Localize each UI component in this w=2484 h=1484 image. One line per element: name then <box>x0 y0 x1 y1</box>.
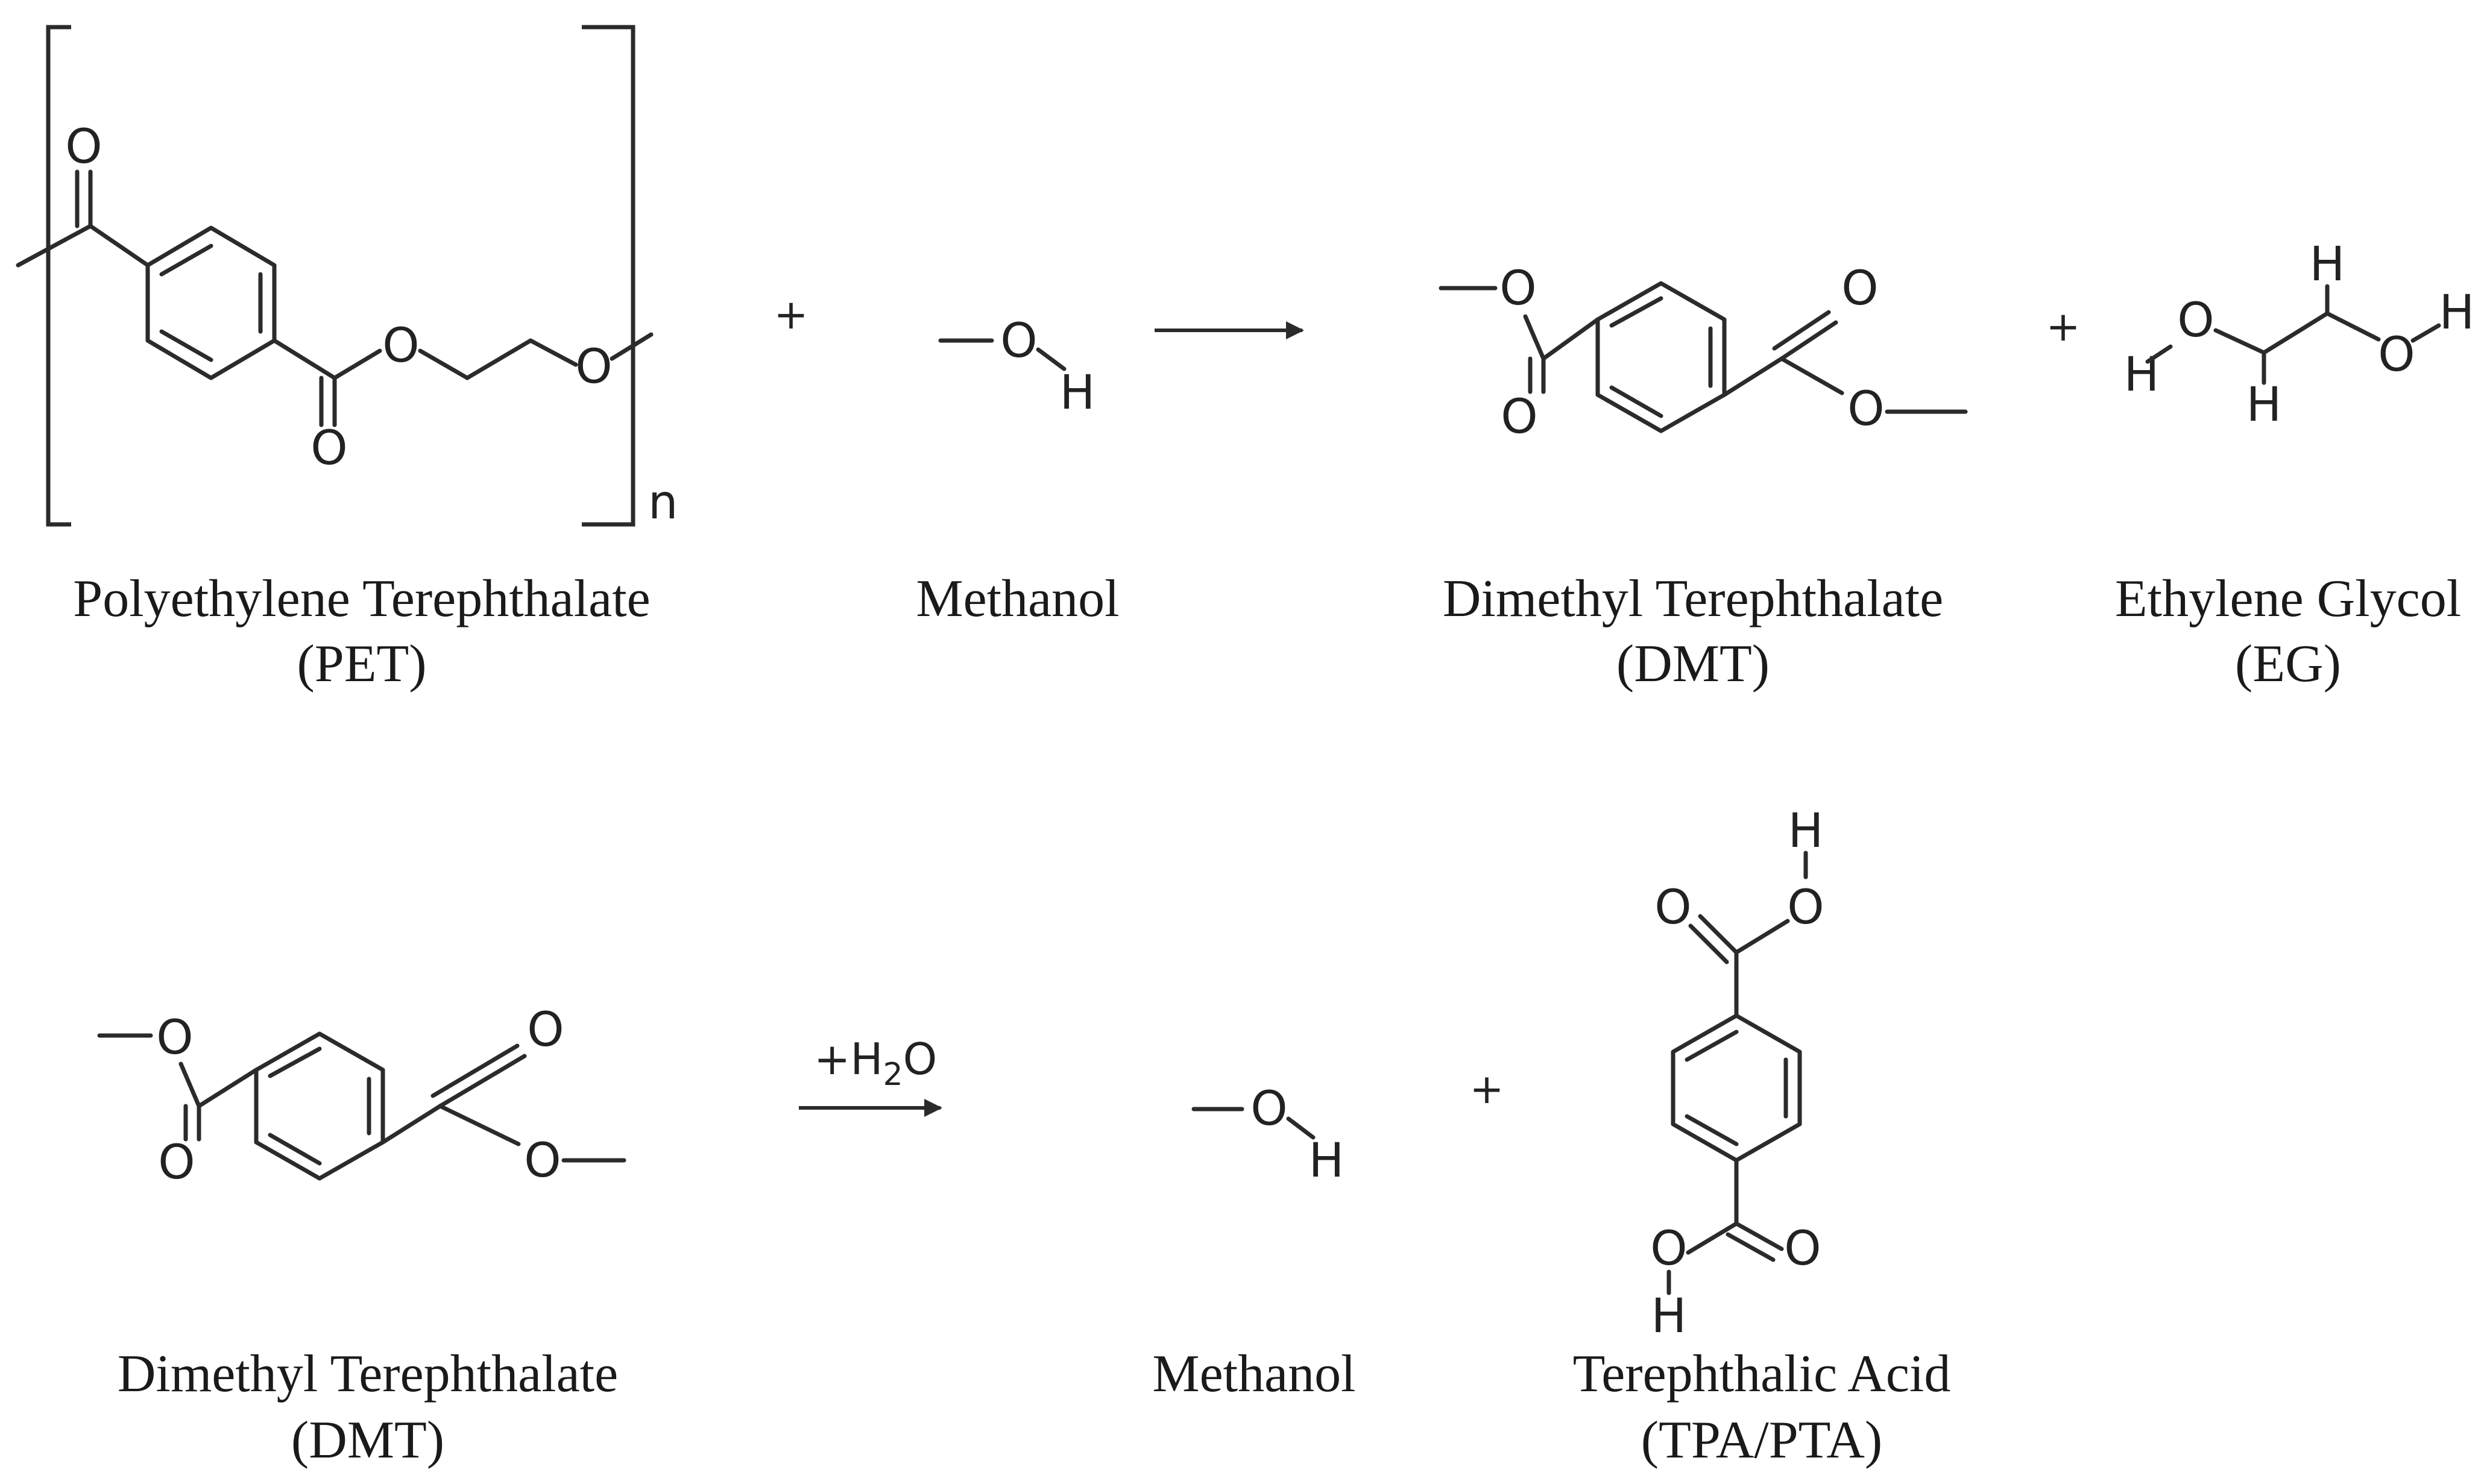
dmt-name: Dimethyl Terephthalate <box>118 1345 618 1403</box>
hydrogen-label: H <box>2310 237 2345 292</box>
oxygen-label: O <box>1000 314 1037 368</box>
terephthalic-acid-structure: H O O O O H <box>1650 804 1824 1344</box>
plus-sign: + <box>774 291 809 339</box>
oxygen-label: O <box>65 120 102 174</box>
dmt-structure: O O O O <box>1439 262 1968 444</box>
oxygen-label: O <box>1654 881 1691 935</box>
tpa-name: Terephthalic Acid <box>1573 1345 1951 1403</box>
oxygen-label: O <box>575 340 612 394</box>
oxygen-label: O <box>158 1136 195 1190</box>
dmt-abbreviation: (DMT) <box>1616 635 1770 693</box>
hydrogen-label: H <box>1788 804 1824 858</box>
left-bracket <box>46 25 71 527</box>
oxygen-label: O <box>527 1003 564 1057</box>
oxygen-label: O <box>1784 1222 1821 1276</box>
tpa-abbreviation: (TPA/PTA) <box>1641 1411 1882 1470</box>
dmt-structure: O O O O <box>97 1003 626 1190</box>
hydrogen-label: H <box>1060 366 1095 420</box>
methanol-structure: O H <box>938 314 1095 420</box>
hydrogen-label: H <box>1651 1289 1687 1344</box>
pet-abbreviation: (PET) <box>297 635 426 693</box>
reaction-condition: +H2O <box>814 1034 937 1093</box>
repeat-count-label: n <box>648 476 678 530</box>
dmt-abbreviation: (DMT) <box>291 1411 444 1470</box>
oxygen-label: O <box>2378 328 2415 382</box>
oxygen-label: O <box>382 319 419 373</box>
oxygen-label: O <box>1499 262 1536 316</box>
hydrogen-label: H <box>2439 286 2475 340</box>
dmt-name: Dimethyl Terephthalate <box>1443 570 1943 628</box>
oxygen-label: O <box>1650 1222 1687 1276</box>
oxygen-label: O <box>1501 390 1537 444</box>
hydrogen-label: H <box>2246 378 2282 432</box>
eg-abbreviation: (EG) <box>2235 635 2341 693</box>
oxygen-label: O <box>156 1011 193 1065</box>
oxygen-label: O <box>1841 262 1878 316</box>
right-bracket <box>582 25 635 527</box>
oxygen-label: O <box>1847 382 1884 436</box>
oxygen-label: O <box>524 1134 561 1188</box>
methanol-structure: O H <box>1191 1082 1344 1188</box>
pet-name: Polyethylene Terephthalate <box>73 570 650 628</box>
methanol-name: Methanol <box>1152 1345 1355 1403</box>
ethylene-glycol-structure: H O H H O H <box>2124 237 2475 432</box>
hydrogen-label: H <box>1309 1134 1344 1188</box>
eg-name: Ethylene Glycol <box>2115 570 2461 628</box>
plus-sign: + <box>2046 303 2081 351</box>
oxygen-label: O <box>1787 881 1824 935</box>
methanol-name: Methanol <box>916 570 1119 628</box>
plus-sign: + <box>1470 1066 1504 1113</box>
pet-structure: n O O O O <box>16 25 678 530</box>
oxygen-label: O <box>2177 294 2214 348</box>
oxygen-label: O <box>1250 1082 1287 1136</box>
oxygen-label: O <box>310 421 347 476</box>
